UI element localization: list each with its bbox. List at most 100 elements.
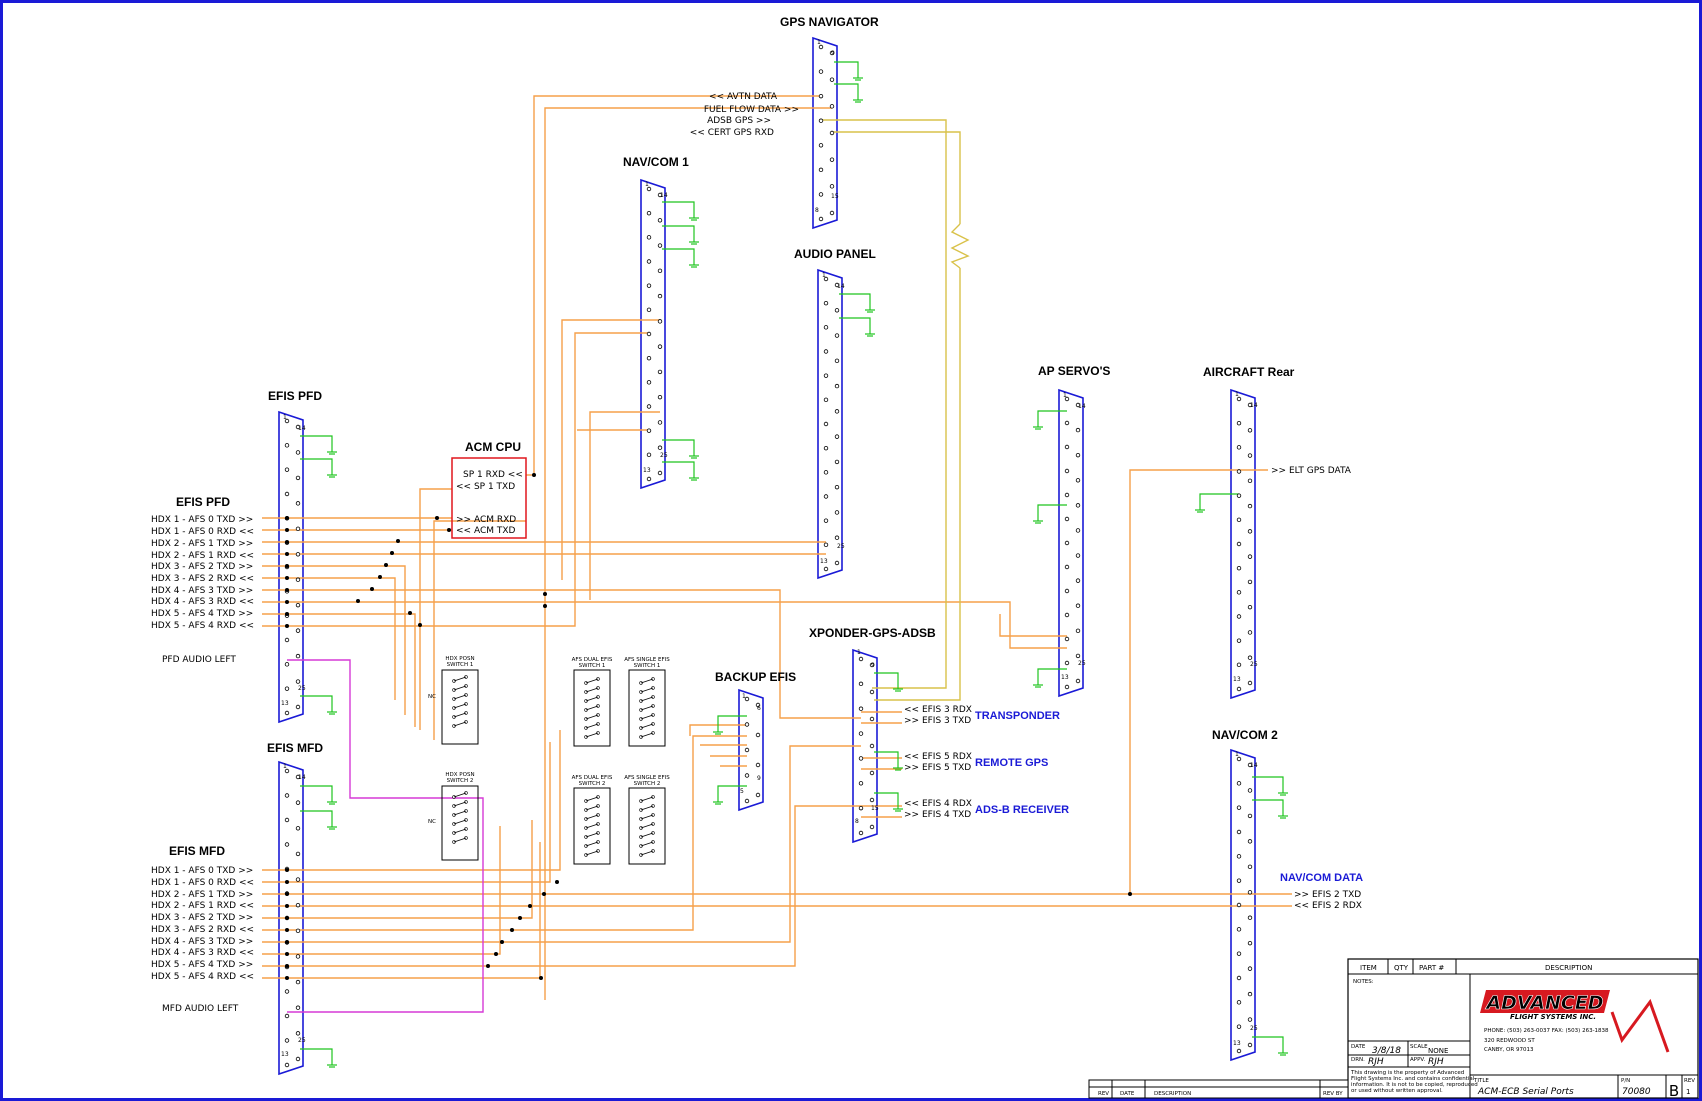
pfd-signal: HDX 2 - AFS 1 RXD << <box>151 551 254 561</box>
pin <box>1247 762 1253 768</box>
efis-pfd-side-title: EFIS PFD <box>176 495 230 509</box>
svg-text:P/N: P/N <box>1621 1078 1630 1084</box>
pin <box>1236 469 1242 474</box>
switch-lever <box>585 696 599 702</box>
pin <box>657 420 663 425</box>
svg-text:14: 14 <box>660 192 668 199</box>
ground-wire <box>839 317 871 326</box>
pin <box>1236 829 1242 835</box>
junction-dot <box>285 540 289 544</box>
pin <box>1236 878 1242 883</box>
pfd-route <box>287 613 416 727</box>
junction-dot <box>396 539 400 543</box>
ap-servos-connector <box>1058 388 1084 698</box>
navcom-data-label: NAV/COM DATA <box>1280 872 1363 884</box>
pin <box>1236 902 1242 908</box>
ground-wire <box>662 201 695 210</box>
pfd-signal: HDX 2 - AFS 1 TXD >> <box>151 539 253 549</box>
pin <box>869 797 875 803</box>
ground-wire <box>662 225 695 234</box>
navcom2-connector <box>1230 748 1256 1062</box>
svg-text:9: 9 <box>871 662 875 669</box>
ground-wire <box>300 810 333 819</box>
ground-wire <box>1037 668 1067 677</box>
svg-text:AFS SINGLE EFIS: AFS SINGLE EFIS <box>624 657 670 663</box>
pin <box>1064 420 1070 426</box>
pin <box>1247 966 1253 971</box>
switch-lever <box>453 676 467 682</box>
advanced-logo: ADVANCED FLIGHT SYSTEMS INC. <box>1480 990 1670 1053</box>
remote-gps-label: REMOTE GPS <box>975 757 1048 769</box>
pin <box>1236 951 1242 956</box>
pfd-route <box>287 565 406 715</box>
pin <box>823 566 829 572</box>
mfd-signal: HDX 2 - AFS 1 TXD >> <box>151 890 253 900</box>
mfd-to-backup <box>287 735 747 931</box>
svg-text:9: 9 <box>831 50 835 57</box>
pin <box>1236 541 1242 547</box>
audio-panel-connector <box>817 268 843 580</box>
pin <box>869 716 875 722</box>
svg-text:14: 14 <box>298 425 306 432</box>
pin <box>744 722 750 727</box>
svg-text:1: 1 <box>822 272 826 279</box>
pin <box>834 535 840 540</box>
pin <box>818 44 824 50</box>
pin <box>295 826 301 831</box>
pin <box>295 526 301 532</box>
pin <box>1064 588 1070 594</box>
svg-text:3/8/18: 3/8/18 <box>1372 1046 1401 1056</box>
switch-lever <box>585 723 599 729</box>
switch-lever <box>640 687 654 693</box>
pin <box>646 283 652 288</box>
ground-wire <box>662 461 695 470</box>
pin <box>1247 890 1253 895</box>
pin <box>1247 839 1253 844</box>
switch-lever <box>640 850 654 856</box>
switch-lever <box>640 696 654 702</box>
afs-dual-efis-switch-1: AFS DUAL EFIS SWITCH 1 <box>572 657 613 747</box>
acm-signal-acm-rxd: >> ACM RXD <box>456 515 516 525</box>
switch-lever <box>585 705 599 711</box>
svg-text:AFS DUAL EFIS: AFS DUAL EFIS <box>572 657 613 663</box>
pin <box>755 702 761 708</box>
svg-text:REV BY: REV BY <box>1323 1091 1343 1097</box>
pin <box>834 383 840 389</box>
pin <box>1075 603 1081 608</box>
pin <box>1236 445 1242 450</box>
ground-wire <box>834 83 859 92</box>
pin <box>1247 579 1253 585</box>
svg-text:70080: 70080 <box>1622 1087 1651 1097</box>
ground-wire <box>874 792 899 801</box>
mfd-signal: HDX 2 - AFS 1 RXD << <box>151 901 254 911</box>
ground-wire <box>839 293 871 302</box>
pin <box>834 510 840 515</box>
pin <box>823 397 829 403</box>
svg-text:1: 1 <box>817 39 821 46</box>
mfd-route <box>287 826 501 955</box>
junction-dot <box>528 904 532 908</box>
svg-text:or used without written approv: or used without written approval. <box>1351 1088 1443 1094</box>
aircraft-rear-title: AIRCRAFT Rear <box>1203 365 1295 379</box>
pin <box>858 756 864 761</box>
pin <box>818 69 824 74</box>
ground-wire <box>300 458 333 467</box>
pin <box>1236 420 1242 426</box>
mfd-to-xponder <box>287 745 861 943</box>
svg-text:1: 1 <box>1235 391 1239 398</box>
svg-text:9: 9 <box>757 775 761 782</box>
pin <box>284 1062 290 1068</box>
adsb-receiver-label: ADS-B RECEIVER <box>975 804 1069 816</box>
servo-route <box>999 614 1067 637</box>
pin <box>1064 444 1070 450</box>
pin <box>869 689 875 695</box>
junction-dot <box>285 916 289 920</box>
hdx-posn-switch-1: HDX POSN SWITCH 1 NC <box>428 656 479 745</box>
junction-dot <box>356 599 360 603</box>
pin <box>869 770 875 776</box>
backup-efis-connector <box>738 688 764 812</box>
pin <box>657 192 663 198</box>
junction-dot <box>500 940 504 944</box>
pin <box>295 954 301 959</box>
pin <box>295 1056 301 1062</box>
